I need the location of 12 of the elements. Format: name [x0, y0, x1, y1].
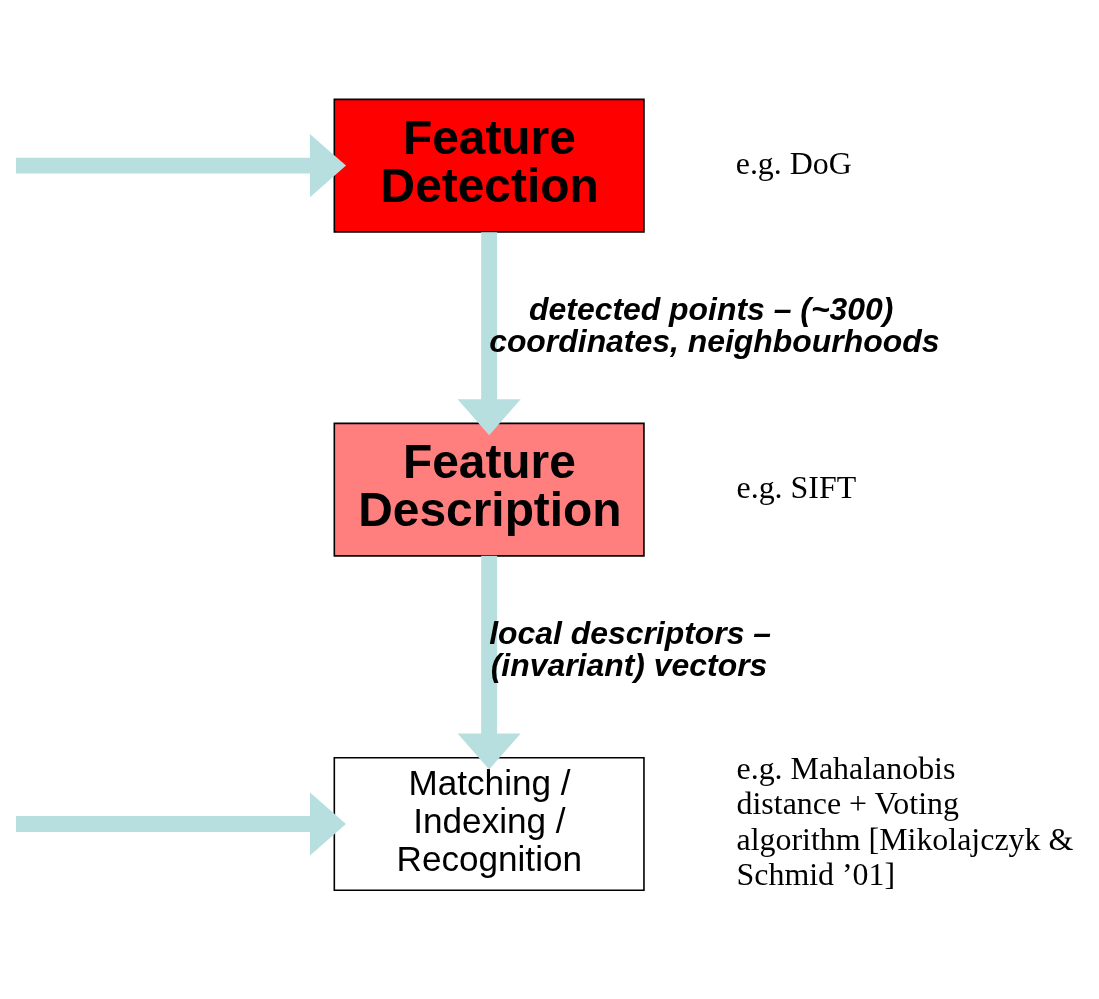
node-box: Feature Detection — [333, 98, 645, 233]
arrow — [16, 133, 346, 197]
edge-label: detected points – (~300) coordinates, neighbourhoods — [489, 290, 940, 359]
arrow — [457, 231, 521, 435]
arrow — [16, 791, 346, 856]
node-box: Matching / Indexing / Recognition — [333, 756, 645, 891]
arrow — [457, 555, 521, 769]
node-label: e.g. SIFT — [736, 469, 857, 505]
edge-label: local descriptors – (invariant) vectors — [489, 614, 772, 683]
node-box: Feature Description — [333, 422, 645, 557]
node-label: e.g. Mahalanobis distance + Voting algorithm [Mikolajczyk & Schmid ’01] — [736, 750, 1074, 892]
node-label: e.g. DoG — [735, 145, 852, 181]
